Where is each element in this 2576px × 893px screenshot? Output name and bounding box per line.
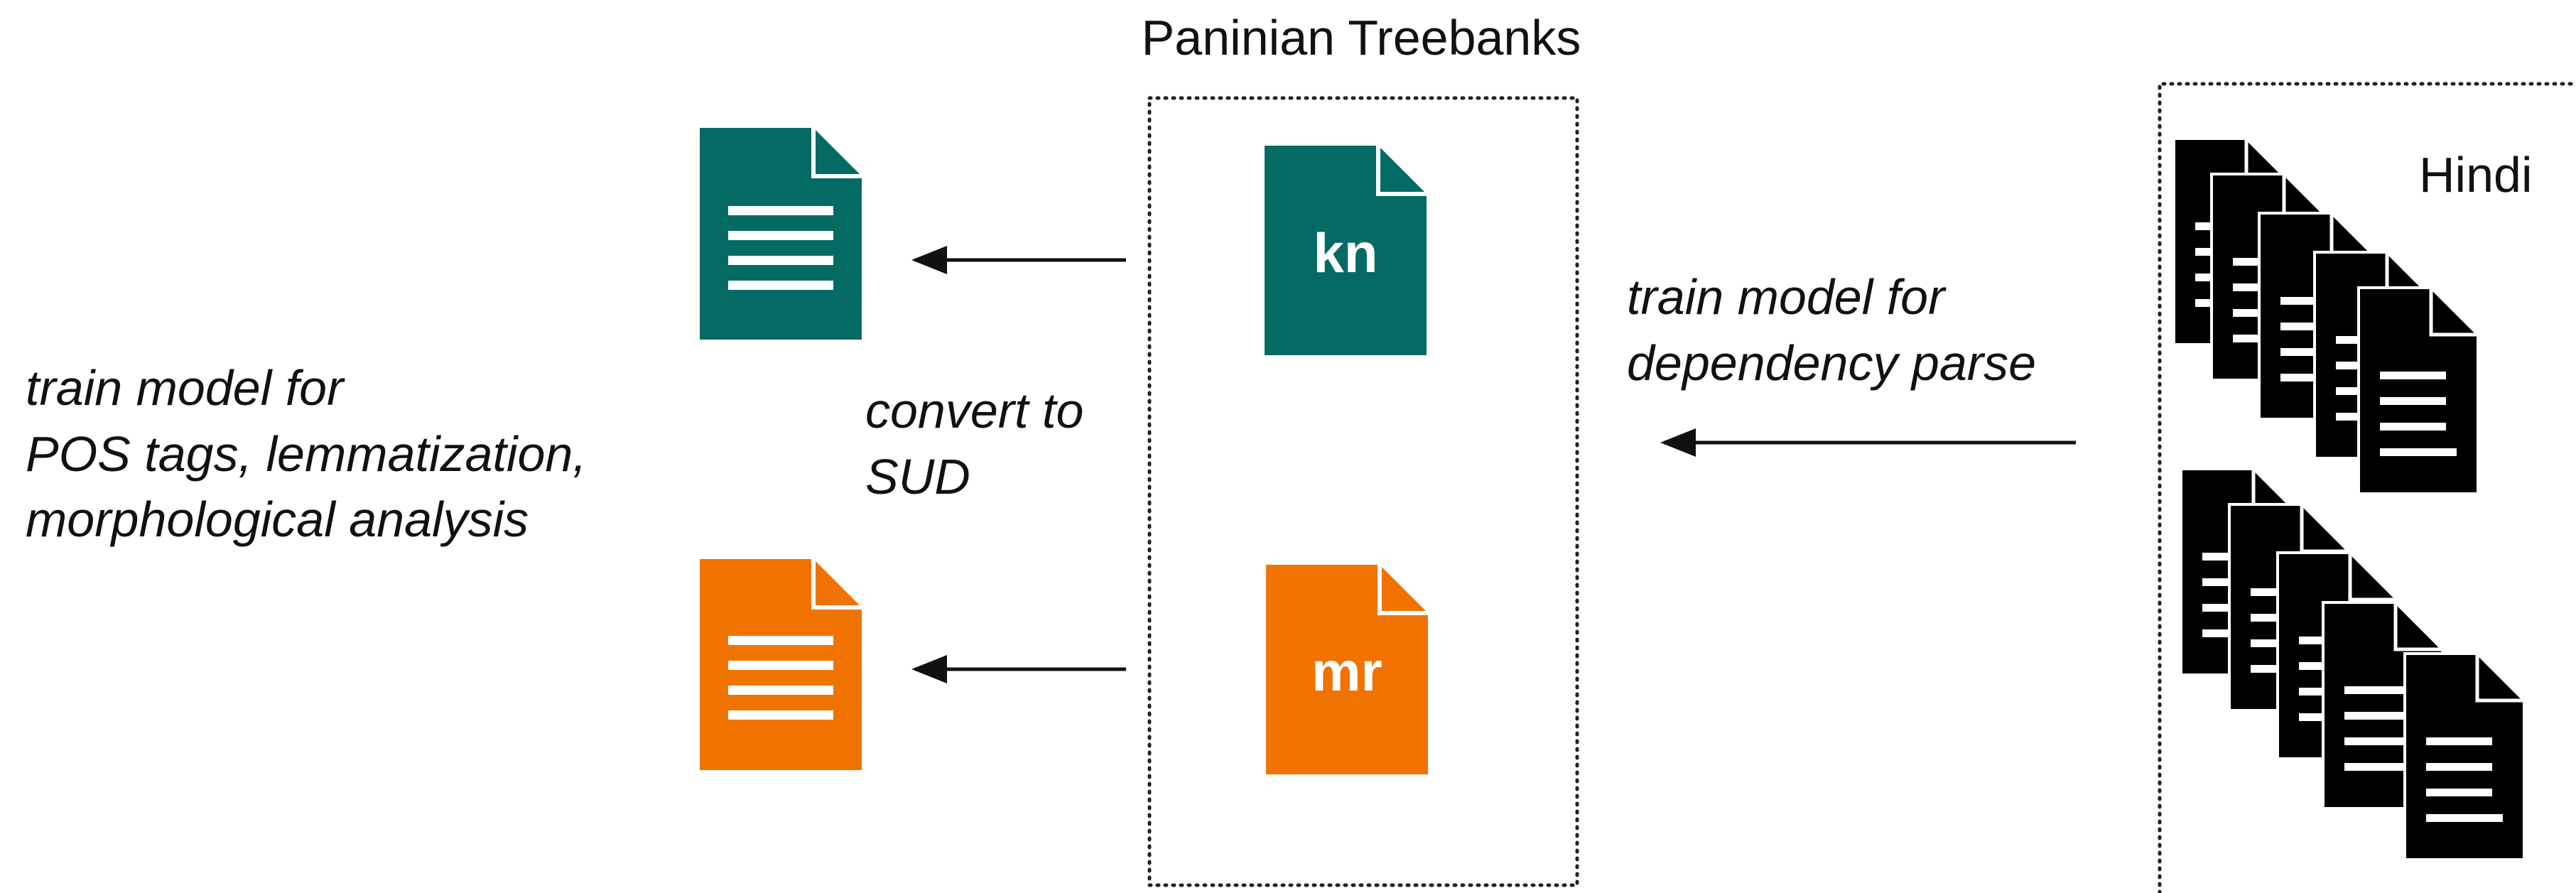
diagram-title: Paninian Treebanks bbox=[1142, 10, 1581, 65]
train-pos-label-line-1: train model for bbox=[26, 360, 345, 416]
mr-treebank-document: mr bbox=[1266, 565, 1428, 774]
kn-document-label: kn bbox=[1313, 222, 1378, 284]
train-dependency-label: train model for dependency parse bbox=[1627, 269, 2036, 391]
hindi-stack-2-page-5 bbox=[2403, 652, 2526, 861]
mr-document-fold bbox=[1378, 565, 1428, 615]
mr-sud-document bbox=[700, 559, 862, 770]
convert-label-line-2: SUD bbox=[865, 449, 970, 504]
convert-label: convert to SUD bbox=[865, 383, 1098, 504]
mr-document-shape bbox=[1266, 565, 1428, 774]
kn-sud-document bbox=[700, 128, 862, 340]
hindi-stack-1-page-5 bbox=[2357, 286, 2479, 495]
kn-document-fold bbox=[1376, 146, 1427, 196]
train-dependency-label-line-1: train model for bbox=[1627, 269, 1947, 325]
train-pos-label: train model for POS tags, lemmatization,… bbox=[26, 360, 600, 547]
train-pos-label-line-2: POS tags, lemmatization, bbox=[26, 426, 587, 482]
hindi-document-stacks bbox=[2172, 137, 2526, 861]
mr-sud-document-lines bbox=[728, 636, 833, 720]
train-pos-label-line-3: morphological analysis bbox=[26, 492, 529, 547]
mr-document-label: mr bbox=[1311, 640, 1382, 703]
convert-label-line-1: convert to bbox=[865, 383, 1083, 438]
treebank-box bbox=[1147, 96, 1579, 887]
kn-sud-document-fold bbox=[811, 128, 862, 178]
hindi-label: Hindi bbox=[2419, 147, 2533, 202]
kn-treebank-document: kn bbox=[1265, 146, 1427, 355]
train-dependency-label-line-2: dependency parse bbox=[1627, 335, 2036, 391]
mr-sud-document-fold bbox=[811, 559, 862, 610]
kn-document-shape bbox=[1265, 146, 1427, 355]
kn-sud-document-lines bbox=[728, 206, 833, 290]
hindi-box bbox=[2158, 82, 2576, 893]
